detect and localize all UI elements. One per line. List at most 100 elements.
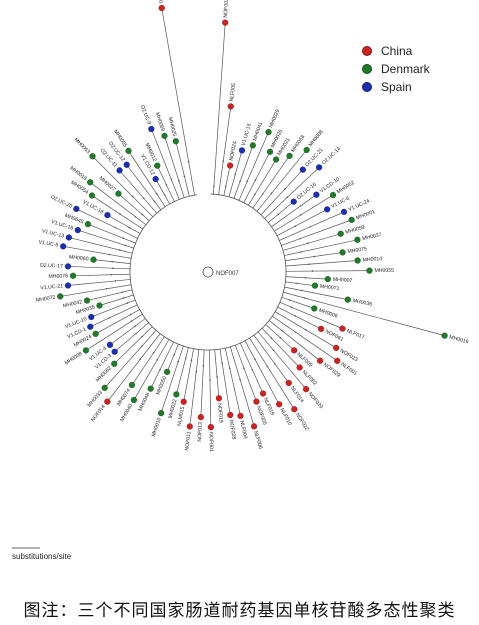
- branch: [109, 318, 146, 346]
- legend-item-china: China: [362, 42, 430, 60]
- leaf-node: [253, 398, 260, 405]
- branch: [279, 301, 343, 329]
- branch: [219, 349, 231, 416]
- leaf-node: [272, 156, 280, 163]
- branch: [252, 155, 290, 209]
- leaf-node: [329, 191, 337, 199]
- internal-node: [114, 226, 117, 229]
- branch: [272, 315, 338, 362]
- legend-swatch-denmark: [362, 64, 372, 74]
- leaf-node: [302, 385, 310, 393]
- internal-node: [105, 287, 108, 290]
- branch: [243, 151, 271, 203]
- internal-node: [177, 179, 180, 182]
- branch: [200, 349, 205, 418]
- leaf-node: [104, 211, 111, 219]
- internal-node: [209, 379, 211, 382]
- internal-node: [254, 179, 257, 181]
- leaf-node: [227, 103, 235, 110]
- branch: [166, 344, 179, 372]
- leaf-label: O2.UC-17: [40, 263, 64, 270]
- leaf-label: NLF002: [301, 369, 318, 387]
- leaf-node: [285, 379, 293, 387]
- internal-node: [280, 329, 283, 332]
- branch: [249, 337, 295, 410]
- leaf-label: V1.UC-21: [40, 283, 63, 291]
- leaf-node: [354, 257, 361, 264]
- branch: [76, 208, 138, 239]
- leaf-label: NLM015: [177, 406, 187, 426]
- internal-node: [294, 225, 296, 228]
- leaf-node: [311, 282, 319, 289]
- leaf-label: NLF010: [279, 407, 293, 426]
- branch: [73, 273, 131, 277]
- internal-node: [309, 225, 312, 228]
- leaf-label: NLF006: [252, 430, 263, 450]
- branch: [284, 239, 358, 256]
- leaf-node: [226, 162, 234, 169]
- leaf-label: V1.UC-15: [241, 123, 253, 147]
- leaf-node: [299, 166, 307, 173]
- branch: [281, 219, 352, 246]
- internal-node: [135, 332, 137, 335]
- leaf-node: [73, 205, 80, 213]
- leaf-label: NOF010: [154, 0, 163, 4]
- legend: China Denmark Spain: [362, 42, 430, 96]
- branch: [161, 7, 195, 196]
- branch: [285, 276, 328, 280]
- branch: [87, 223, 136, 244]
- leaf-node: [339, 325, 346, 332]
- branch: [271, 194, 317, 227]
- internal-node: [142, 197, 145, 199]
- leaf-node: [147, 385, 154, 392]
- internal-node: [202, 365, 205, 367]
- branch: [248, 159, 277, 206]
- leaf-label: NOF014: [90, 404, 107, 423]
- internal-node: [122, 297, 125, 299]
- internal-node: [308, 263, 311, 266]
- leaf-node: [215, 395, 223, 402]
- leaf-node: [313, 191, 320, 198]
- internal-node: [134, 325, 136, 328]
- branch: [160, 345, 184, 414]
- branch: [114, 322, 149, 352]
- leaf-node: [87, 323, 94, 330]
- internal-node: [266, 365, 269, 368]
- leaf-node: [158, 4, 165, 12]
- internal-node: [299, 205, 302, 207]
- branch: [285, 260, 358, 267]
- internal-node: [300, 289, 303, 292]
- internal-node: [313, 255, 315, 258]
- leaf-node: [249, 142, 257, 149]
- branch: [133, 339, 170, 401]
- branch: [86, 289, 133, 301]
- leaf-node: [316, 357, 324, 365]
- internal-node: [121, 291, 123, 294]
- internal-node: [299, 237, 302, 240]
- leaf-node: [237, 412, 244, 420]
- leaf-node: [83, 297, 91, 304]
- leaf-node: [84, 220, 92, 228]
- leaf-node: [348, 216, 355, 224]
- leaf-node: [340, 208, 348, 216]
- leaf-label: NOF028: [228, 419, 237, 439]
- leaf-label: MH0035: [75, 304, 96, 316]
- internal-node: [273, 362, 276, 365]
- leaf-node: [266, 148, 274, 156]
- leaf-node: [172, 137, 180, 145]
- leaf-node: [333, 357, 341, 365]
- internal-node: [153, 200, 156, 203]
- internal-node: [134, 215, 137, 218]
- internal-node: [254, 193, 256, 196]
- internal-node: [304, 276, 307, 279]
- scale-label: substitutions/site: [12, 552, 72, 561]
- branch: [156, 165, 175, 202]
- leaf-label: MH0069: [154, 112, 166, 133]
- leaf-label: NOF019: [216, 403, 224, 423]
- branch: [224, 348, 241, 416]
- branch: [239, 342, 264, 394]
- internal-node: [159, 368, 161, 371]
- internal-node: [299, 214, 302, 216]
- leaf-node: [101, 384, 108, 392]
- leaf-node: [265, 128, 272, 136]
